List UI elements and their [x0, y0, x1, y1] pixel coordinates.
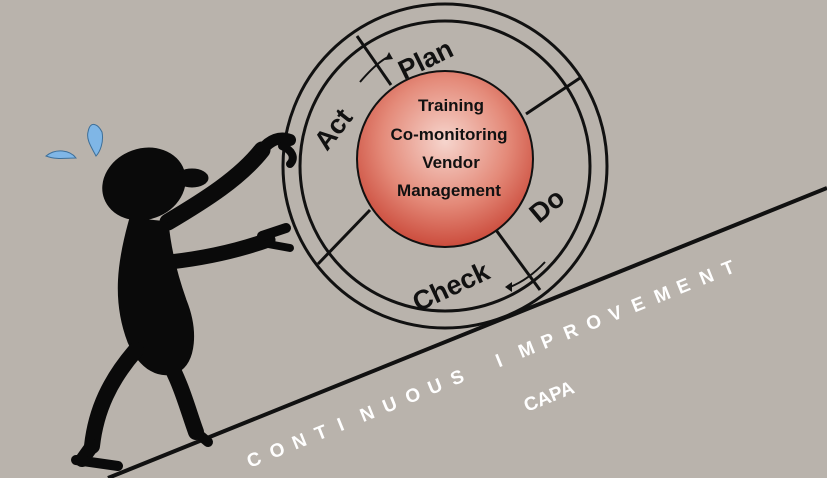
slope-letter: O: [267, 439, 289, 464]
slope-letter: O: [402, 384, 424, 409]
slope-letter: C: [244, 448, 265, 473]
capa-label: CAPA: [521, 377, 578, 416]
slope-letter: V: [606, 302, 626, 326]
stick-figure-pushing-icon: [71, 132, 297, 471]
slope-letter: T: [312, 421, 331, 445]
slope-letter: U: [425, 375, 446, 400]
slope-letter: E: [674, 275, 694, 299]
slope-letter: I: [493, 351, 506, 372]
divider-plan-act: [355, 35, 393, 86]
core-items: Training Co-monitoring Vendor Management: [390, 96, 507, 200]
divider-check-act: [316, 208, 372, 266]
slope-letter: N: [357, 402, 378, 427]
arrow-icon: [505, 261, 546, 292]
slope-line: [107, 186, 827, 478]
core-item-co-monitoring: Co-monitoring: [390, 125, 507, 144]
pdca-wheel: [281, 2, 609, 330]
slope-letter: O: [583, 311, 605, 336]
segment-label-act: Act: [308, 103, 358, 156]
core-item-management: Management: [397, 181, 501, 200]
core-item-training: Training: [418, 96, 484, 115]
slope-letter: N: [697, 265, 718, 290]
slope-letter: I: [335, 415, 348, 436]
arrow-icon: [359, 52, 393, 83]
slope-letter: E: [629, 293, 649, 317]
slope-letter: T: [719, 257, 738, 281]
slope-letter: M: [651, 283, 674, 308]
core-circle: [356, 70, 534, 248]
core-item-vendor: Vendor: [422, 153, 480, 172]
slope-letter: P: [538, 329, 558, 353]
slope-letter: U: [380, 393, 401, 418]
slope-letter: N: [289, 430, 310, 455]
segment-label-check: Check: [408, 256, 495, 318]
divider-do-check: [494, 229, 542, 291]
slope-letter: S: [448, 366, 468, 390]
segment-label-do: Do: [524, 182, 571, 228]
sweat-drop-icon: [45, 124, 103, 159]
divider-plan-do: [525, 76, 581, 116]
slope-letter: R: [561, 320, 582, 345]
slope-letter: M: [516, 338, 539, 363]
